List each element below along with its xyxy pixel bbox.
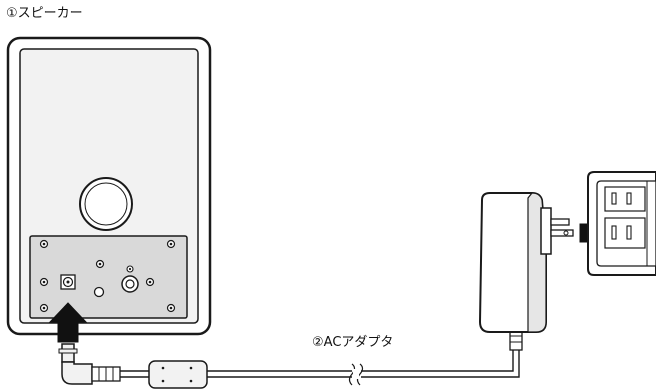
bass-port-inner — [84, 182, 128, 226]
ferrite-core — [148, 360, 208, 389]
insert-arrow-up — [48, 302, 88, 343]
ac-adapter — [478, 192, 574, 333]
aux-jack — [93, 286, 105, 298]
plate-screws — [39, 239, 176, 313]
speaker — [6, 36, 212, 336]
terminal-plate — [29, 235, 188, 319]
dc-cable — [58, 329, 523, 389]
speaker-label: ①スピーカー — [6, 6, 83, 21]
wall-outlet — [587, 171, 656, 276]
ac-adapter-label: ②ACアダプタ — [312, 335, 394, 350]
